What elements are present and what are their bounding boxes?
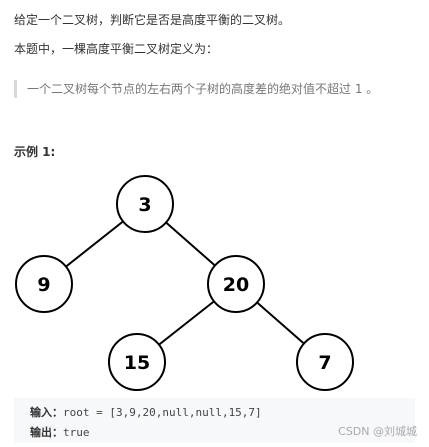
output-label: 输出：: [30, 426, 63, 439]
node-label: 15: [124, 352, 150, 374]
node-label: 7: [318, 352, 331, 374]
tree-node-right-left: 15: [108, 333, 166, 391]
definition-quote: 一个二叉树每个节点的左右两个子树的高度差的绝对值不超过 1 。: [14, 80, 427, 98]
input-value: root = [3,9,20,null,null,15,7]: [63, 406, 262, 419]
csdn-watermark: CSDN @刘城城: [338, 425, 417, 438]
binary-tree-diagram: 3 9 20 15 7: [15, 175, 354, 391]
input-label: 输入：: [30, 406, 63, 419]
node-label: 3: [138, 194, 151, 216]
node-label: 9: [37, 274, 50, 296]
definition-intro: 本题中，一棵高度平衡二叉树定义为：: [14, 42, 219, 56]
tree-node-right-right: 7: [296, 333, 354, 391]
tree-node-right: 20: [207, 255, 265, 313]
input-line: 输入：root = [3,9,20,null,null,15,7]: [30, 406, 262, 420]
example-code-block: 输入：root = [3,9,20,null,null,15,7] 输出：tru…: [14, 398, 415, 443]
output-line: 输出：true: [30, 426, 90, 440]
tree-node-left: 9: [15, 255, 73, 313]
tree-node-root: 3: [116, 175, 174, 233]
problem-statement: 给定一个二叉树，判断它是否是高度平衡的二叉树。: [14, 13, 291, 27]
output-value: true: [63, 426, 90, 439]
example-title: 示例 1:: [14, 145, 56, 159]
node-label: 20: [223, 274, 249, 296]
